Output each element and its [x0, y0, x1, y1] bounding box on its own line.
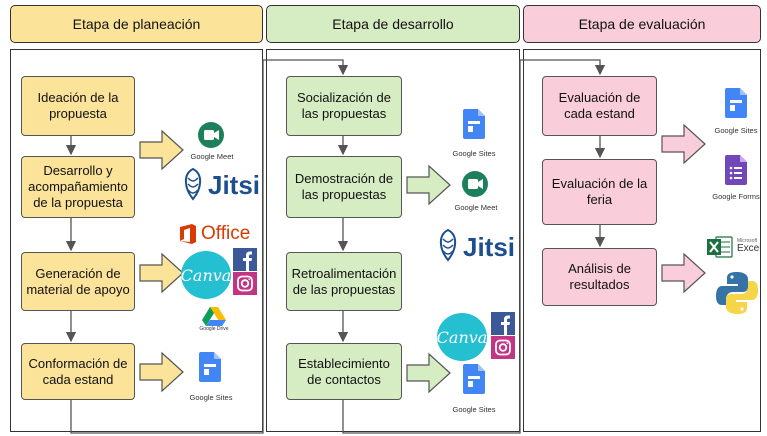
google-sites-label: Google Sites [714, 126, 758, 135]
google-meet-label: Google Meet [190, 152, 234, 161]
block-arrows-evaluation [661, 123, 706, 294]
google-meet-label: Google Meet [454, 203, 498, 212]
block-arrows-planning [139, 129, 184, 393]
step-desarrollo-acompanamiento: Desarrollo y acompañamiento de la propue… [21, 156, 135, 218]
step-evaluacion-feria: Evaluación de la feria [542, 159, 657, 225]
block-arrows-development [406, 164, 451, 394]
step-conformacion-estand: Conformación de cada estand [21, 343, 135, 400]
google-sites-icon [463, 109, 485, 139]
instagram-icon [491, 336, 515, 359]
jitsi-label: Jitsi [463, 232, 516, 262]
instagram-icon [233, 272, 257, 295]
canva-icon: Canva [181, 251, 231, 299]
step-analisis-resultados: Análisis de resultados [542, 248, 657, 306]
office-icon [180, 224, 196, 244]
step-evaluacion-estand: Evaluación de cada estand [542, 76, 657, 136]
jitsi-label: Jitsi [208, 170, 261, 200]
header-planning: Etapa de planeación [10, 5, 263, 43]
google-sites-label: Google Sites [452, 405, 496, 414]
step-demostracion: Demostración de las propuestas [286, 156, 402, 218]
step-socializacion: Socialización de las propuestas [286, 76, 402, 136]
step-establecimiento-contactos: Establecimiento de contactos [286, 343, 402, 400]
excel-label: Excel [737, 243, 762, 254]
header-evaluation: Etapa de evaluación [523, 5, 761, 43]
step-retroalimentacion: Retroalimentación de las propuestas [286, 252, 402, 311]
facebook-icon [491, 312, 515, 335]
jitsi-icon [184, 167, 202, 201]
google-sites-label: Google Sites [189, 393, 233, 402]
google-forms-icon [725, 155, 747, 185]
python-icon [716, 272, 758, 314]
jitsi-icon [439, 228, 457, 262]
google-drive-icon [202, 307, 226, 326]
microsoft-label: Microsoft [737, 238, 758, 244]
google-sites-icon [199, 352, 221, 382]
step-generacion-material: Generación de material de apoyo [21, 252, 135, 311]
google-forms-label: Google Forms [712, 192, 760, 201]
google-meet-icon [198, 122, 224, 148]
canva-icon: Canva [437, 313, 487, 361]
facebook-icon [233, 248, 257, 271]
header-development: Etapa de desarrollo [266, 5, 520, 43]
excel-icon [707, 236, 733, 258]
office-label: Office [201, 223, 251, 244]
google-sites-icon [725, 88, 747, 118]
google-meet-icon [462, 171, 488, 197]
google-sites-label: Google Sites [452, 149, 496, 158]
google-drive-label: Google Drive [199, 326, 229, 332]
step-ideacion: Ideación de la propuesta [21, 76, 135, 136]
google-sites-icon [463, 364, 485, 394]
